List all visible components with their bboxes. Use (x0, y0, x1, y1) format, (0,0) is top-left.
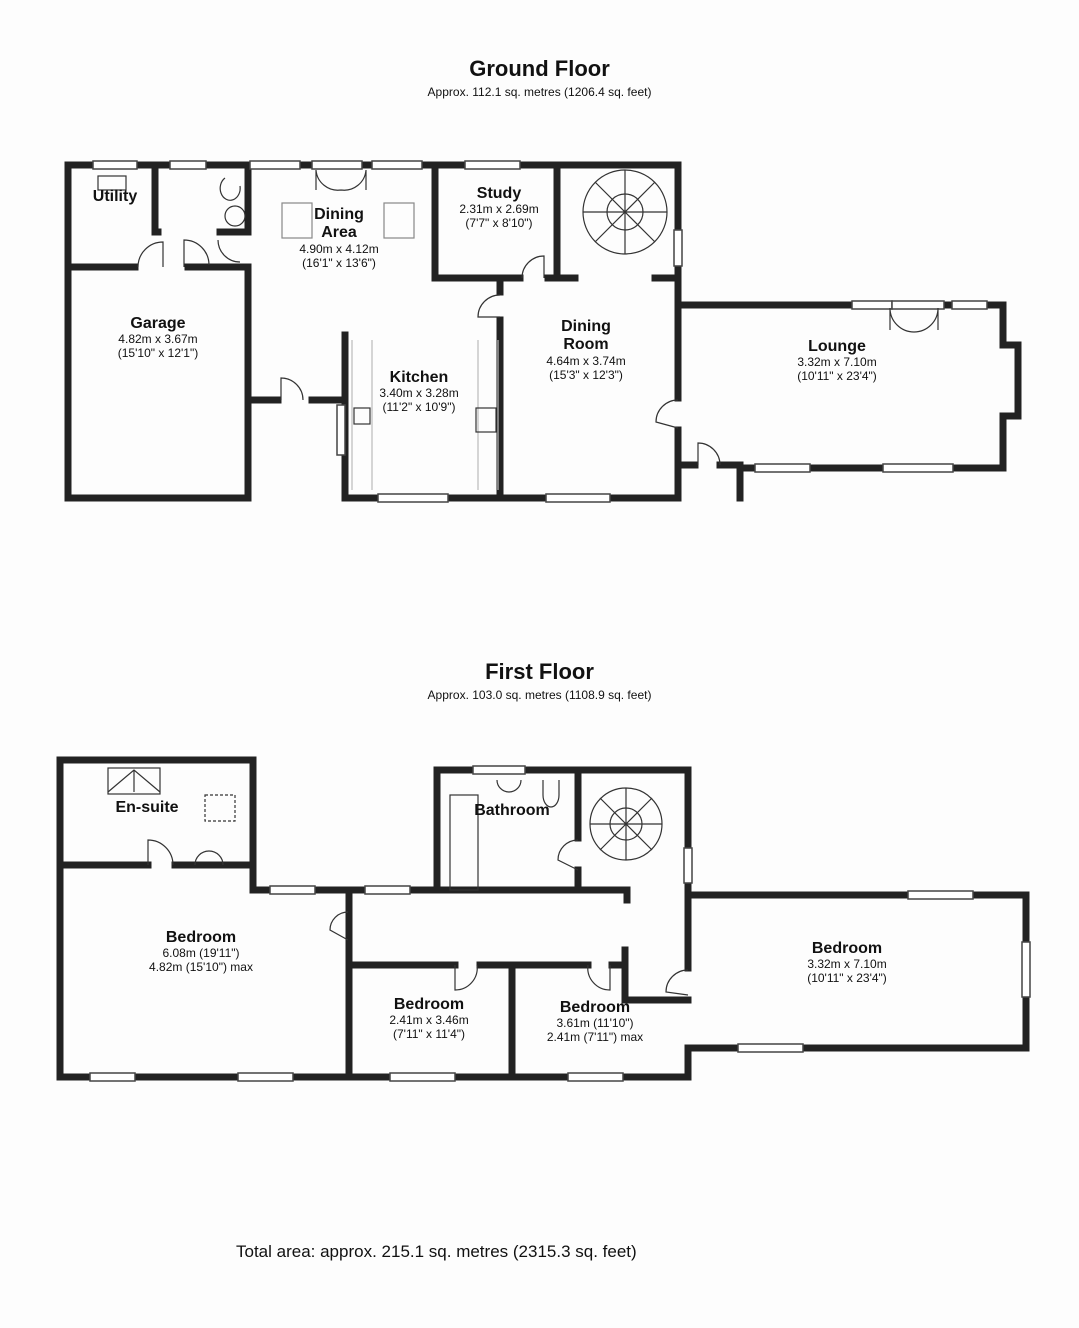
ground-floor-area: Approx. 112.1 sq. metres (1206.4 sq. fee… (427, 85, 652, 99)
ground-floor-title: Ground Floor (469, 56, 610, 81)
room-utility: Utility (92, 188, 138, 205)
room-study: Study 2.31m x 2.69m (7'7" x 8'10") (459, 185, 539, 231)
room-bedroom-3: Bedroom 3.61m (11'10") 2.41m (7'11") max (546, 999, 644, 1045)
room-bedroom-2: Bedroom 2.41m x 3.46m (7'11" x 11'4") (389, 996, 469, 1042)
room-lounge: Lounge 3.32m x 7.10m (10'11" x 23'4") (797, 338, 877, 384)
room-dining-area: Dining Area 4.90m x 4.12m (16'1" x 13'6"… (299, 206, 379, 270)
first-floor-area: Approx. 103.0 sq. metres (1108.9 sq. fee… (427, 688, 652, 702)
first-floor-title: First Floor (485, 659, 594, 684)
room-garage: Garage 4.82m x 3.67m (15'10" x 12'1") (117, 315, 199, 361)
room-dining-room: Dining Room 4.64m x 3.74m (15'3" x 12'3"… (546, 318, 626, 382)
room-bedroom-1: Bedroom 6.08m (19'11") 4.82m (15'10") ma… (149, 929, 253, 975)
room-bedroom-4: Bedroom 3.32m x 7.10m (10'11" x 23'4") (807, 940, 887, 986)
room-en-suite: En-suite (115, 799, 179, 816)
total-area: Total area: approx. 215.1 sq. metres (23… (236, 1242, 637, 1261)
ground-floor-outer-wall (64, 161, 1022, 502)
room-kitchen: Kitchen 3.40m x 3.28m (11'2" x 10'9") (379, 369, 459, 415)
room-bathroom: Bathroom (474, 802, 550, 819)
